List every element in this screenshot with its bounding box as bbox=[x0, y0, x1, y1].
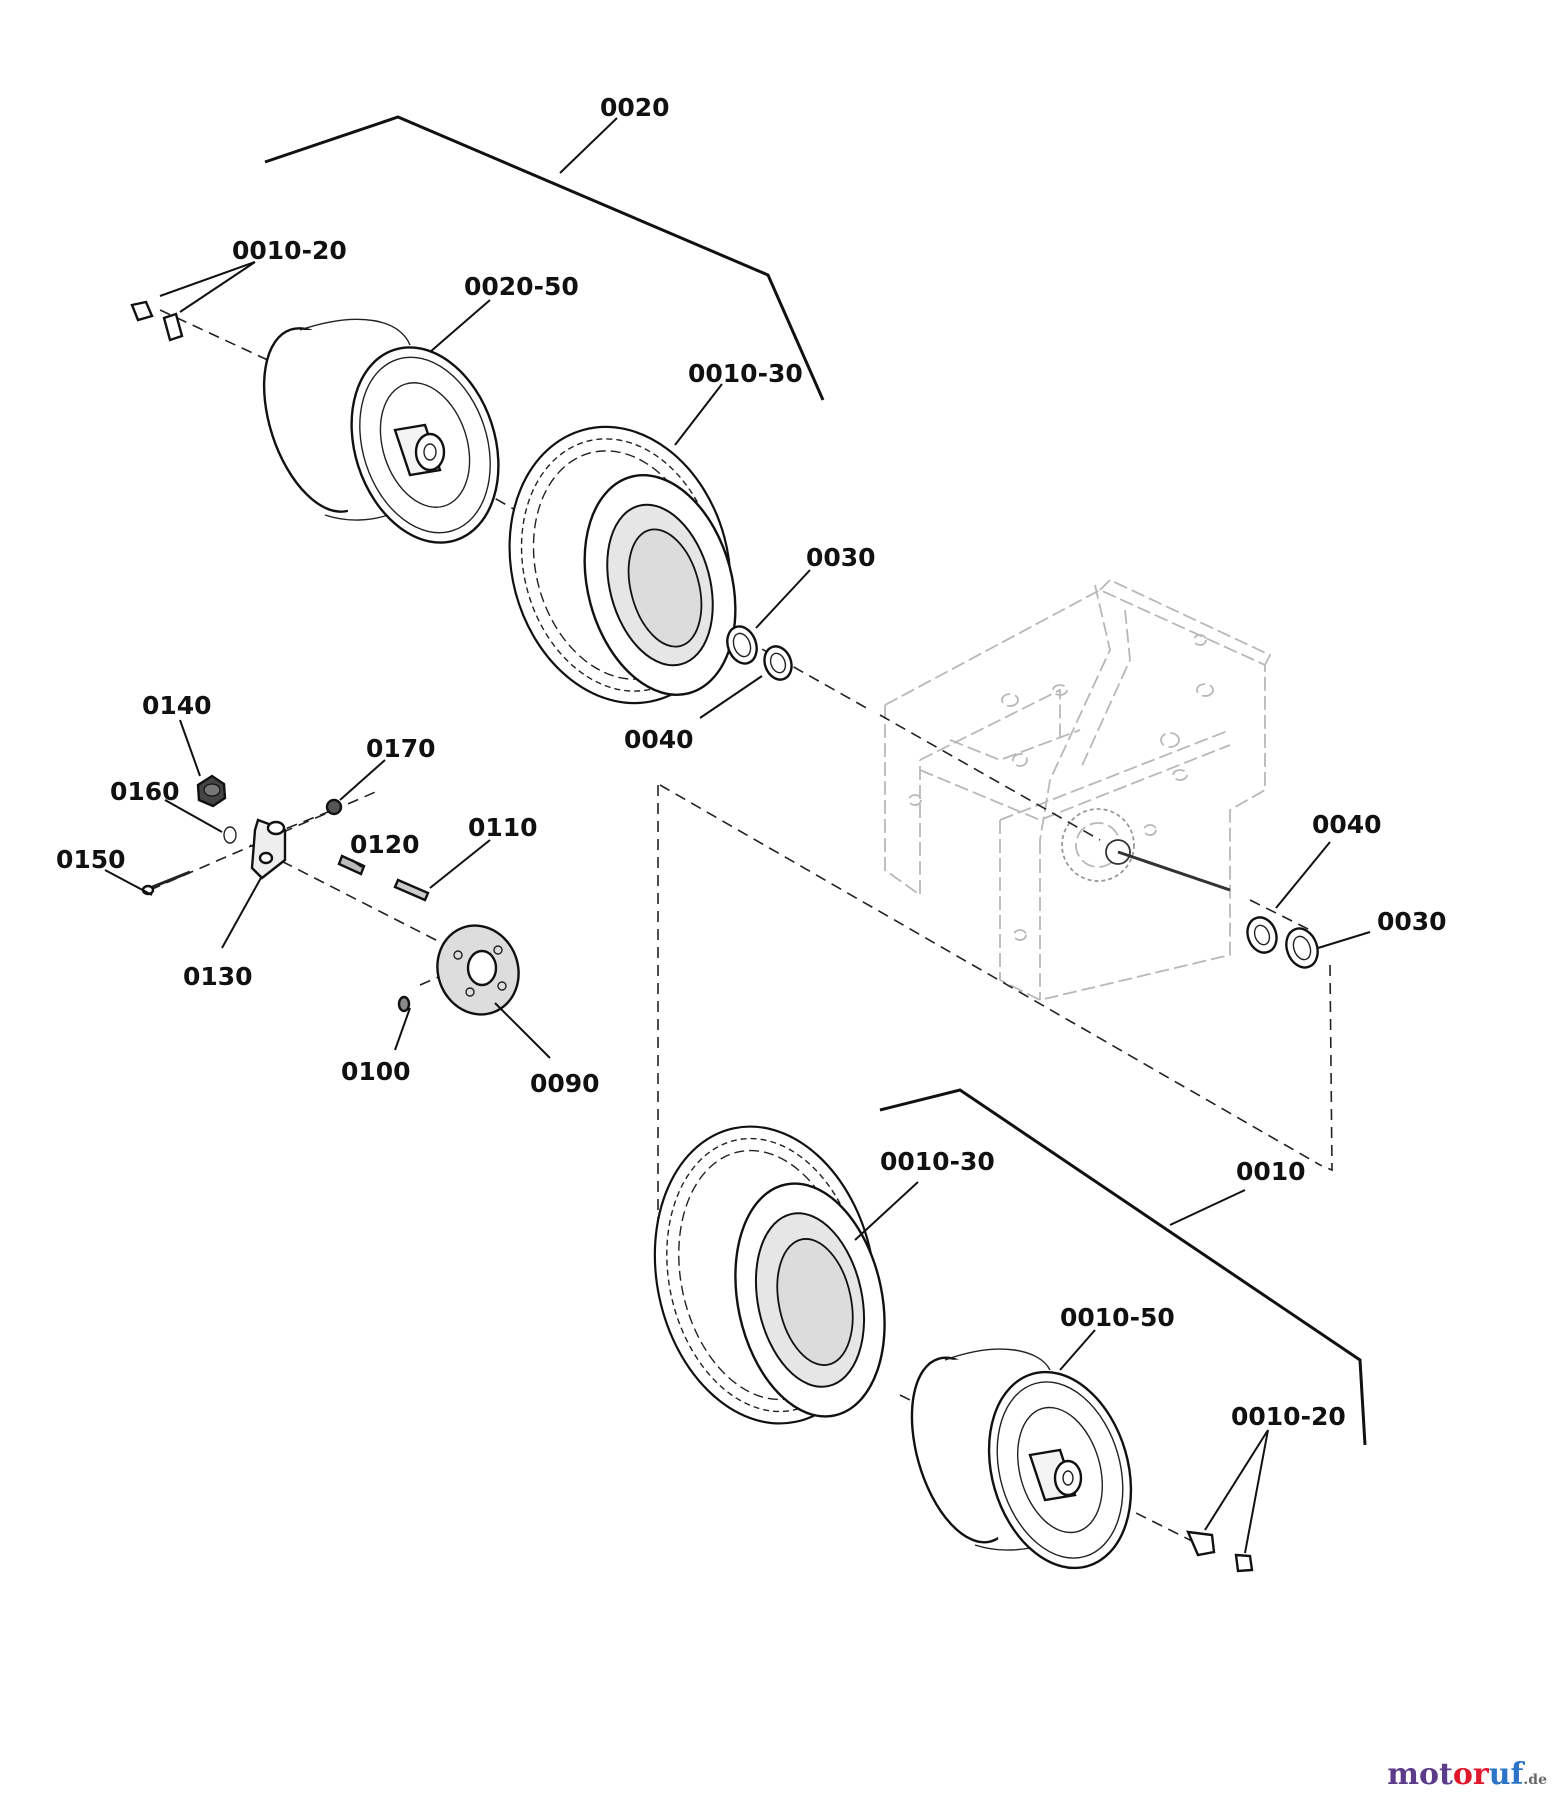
label-assembly-upper: 0020 bbox=[600, 93, 670, 122]
assembly-bracket-lower bbox=[879, 1088, 1367, 1446]
label-washer-right: 0040 bbox=[1312, 810, 1382, 839]
upper-washer bbox=[763, 645, 793, 681]
knob-0140 bbox=[196, 774, 227, 808]
upper-tire bbox=[508, 425, 737, 705]
bracket-0130 bbox=[250, 818, 287, 880]
label-0120: 0120 bbox=[350, 830, 420, 859]
assembly-bracket-upper bbox=[264, 115, 825, 401]
upper-valve-stem bbox=[130, 300, 184, 342]
part-labels: 0020 0010-20 0020-50 0010-30 0030 0040 0… bbox=[56, 93, 1447, 1431]
screw-0100 bbox=[397, 995, 411, 1013]
label-washer-upper: 0040 bbox=[624, 725, 694, 754]
upper-rim bbox=[262, 318, 500, 544]
label-0110: 0110 bbox=[468, 813, 538, 842]
label-valve-upper: 0010-20 bbox=[232, 236, 347, 265]
auger-housing-frame bbox=[884, 578, 1272, 1001]
logo-part2: or bbox=[1452, 1757, 1489, 1792]
label-snap-ring-upper: 0030 bbox=[806, 543, 876, 572]
label-0100: 0100 bbox=[341, 1057, 411, 1086]
label-rim-upper: 0020-50 bbox=[464, 272, 579, 301]
label-0090: 0090 bbox=[530, 1069, 600, 1098]
logo-suffix: .de bbox=[1523, 1772, 1547, 1788]
label-0160: 0160 bbox=[110, 777, 180, 806]
lower-tire bbox=[653, 1125, 886, 1425]
motoruf-logo: motoruf.de bbox=[1387, 1757, 1547, 1792]
bolt-0110 bbox=[393, 878, 430, 902]
nut-0170 bbox=[325, 798, 343, 816]
label-0150: 0150 bbox=[56, 845, 126, 874]
label-snap-ring-right: 0030 bbox=[1377, 907, 1447, 936]
bolt-0150 bbox=[141, 870, 191, 896]
logo-part3: uf bbox=[1488, 1757, 1524, 1792]
lower-valve-stem bbox=[1186, 1530, 1254, 1573]
label-0130: 0130 bbox=[183, 962, 253, 991]
plate-0090 bbox=[436, 924, 520, 1016]
leader-lines bbox=[104, 117, 1371, 1554]
drive-gear bbox=[1061, 808, 1231, 892]
washer-0160 bbox=[223, 826, 237, 844]
right-washer bbox=[1246, 916, 1278, 954]
label-0170: 0170 bbox=[366, 734, 436, 763]
label-assembly-lower: 0010 bbox=[1236, 1157, 1306, 1186]
label-rim-lower: 0010-50 bbox=[1060, 1303, 1175, 1332]
upper-snap-ring bbox=[726, 625, 758, 665]
lower-rim bbox=[910, 1348, 1133, 1570]
label-tire-lower: 0010-30 bbox=[880, 1147, 995, 1176]
logo-part1: mot bbox=[1387, 1757, 1453, 1792]
right-snap-ring bbox=[1285, 927, 1319, 969]
label-tire-upper: 0010-30 bbox=[688, 359, 803, 388]
label-0140: 0140 bbox=[142, 691, 212, 720]
label-valve-lower: 0010-20 bbox=[1231, 1402, 1346, 1431]
